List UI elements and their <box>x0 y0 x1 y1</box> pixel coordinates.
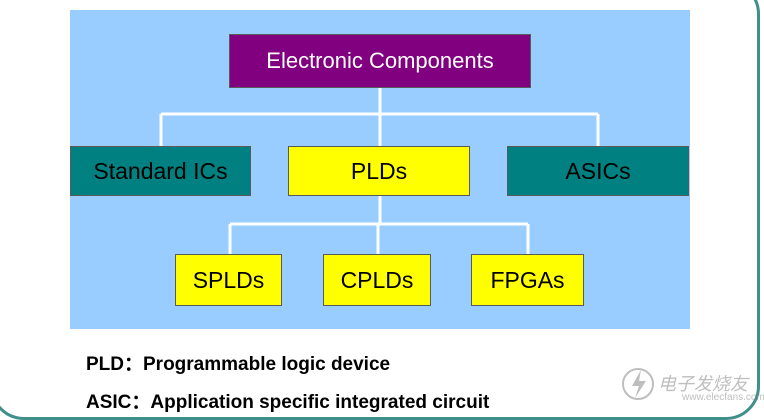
lightning-logo-icon <box>622 368 654 400</box>
node-splds: SPLDs <box>175 254 282 306</box>
note-asic-definition: ASIC：Application specific integrated cir… <box>86 392 490 413</box>
note-pld-definition: PLD：Programmable logic device <box>86 354 391 375</box>
watermark-url: www.elecfans.com <box>682 392 764 403</box>
node-plds: PLDs <box>288 146 470 196</box>
node-standard-ics: Standard ICs <box>70 146 251 196</box>
node-electronic-components: Electronic Components <box>229 34 531 88</box>
node-fpgas: FPGAs <box>471 254 584 306</box>
node-asics: ASICs <box>507 146 689 196</box>
diagram-panel: Electronic Components Standard ICs PLDs … <box>70 10 690 329</box>
node-cplds: CPLDs <box>323 254 431 306</box>
watermark: 电子发烧友 www.elecfans.com <box>620 362 764 406</box>
connector-lines <box>159 88 600 254</box>
watermark-text: 电子发烧友 <box>658 374 748 394</box>
